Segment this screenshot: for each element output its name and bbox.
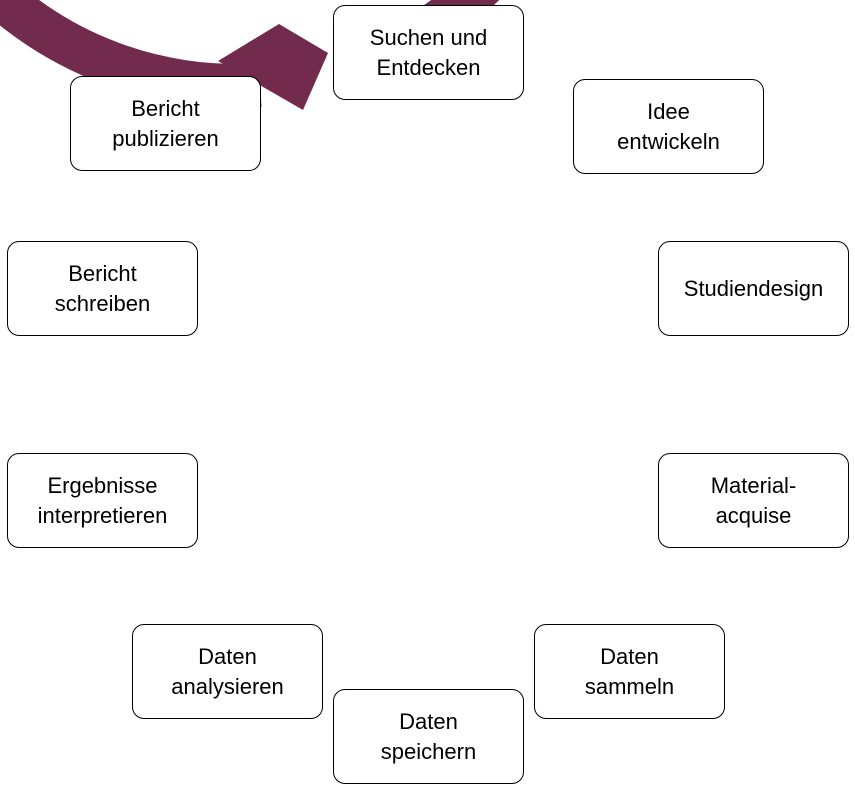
step-ergebnisse-interpretieren: Ergebnisse interpretieren (7, 453, 198, 548)
step-daten-sammeln: Daten sammeln (534, 624, 725, 719)
cycle-arrowhead (218, 24, 328, 110)
step-studiendesign: Studiendesign (658, 241, 849, 336)
step-daten-speichern: Daten speichern (333, 689, 524, 784)
step-idee-entwickeln: Idee entwickeln (573, 79, 764, 174)
step-suchen-und-entdecken: Suchen und Entdecken (333, 5, 524, 100)
step-bericht-schreiben: Bericht schreiben (7, 241, 198, 336)
step-daten-analysieren: Daten analysieren (132, 624, 323, 719)
step-materialacquise: Material- acquise (658, 453, 849, 548)
step-bericht-publizieren: Bericht publizieren (70, 76, 261, 171)
